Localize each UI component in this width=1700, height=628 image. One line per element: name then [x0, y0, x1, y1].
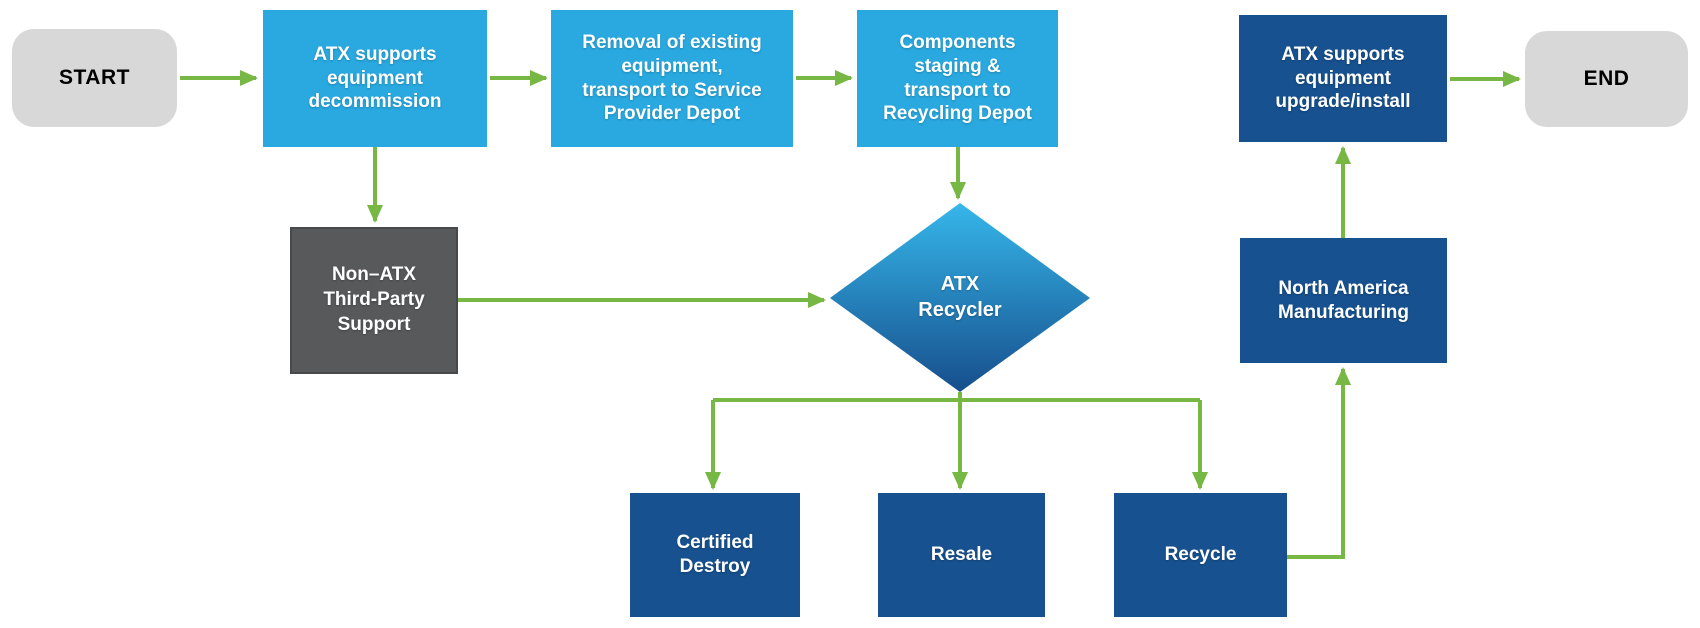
third-party-support-node: Non–ATX Third-Party Support: [290, 227, 458, 374]
recycler-decision-diamond: [830, 203, 1090, 392]
recycler-decision-label: ATX Recycler: [918, 273, 1002, 321]
decommission-node: ATX supports equipment decommission: [263, 10, 487, 147]
removal-transport-node: Removal of existing equipment, transport…: [551, 10, 793, 147]
recycle-node: Recycle: [1114, 493, 1287, 617]
certified-destroy-node: Certified Destroy: [630, 493, 800, 617]
components-staging-node: Components staging & transport to Recycl…: [857, 10, 1058, 147]
start-node: START: [12, 29, 177, 127]
end-node: END: [1525, 31, 1688, 127]
resale-node: Resale: [878, 493, 1045, 617]
north-america-manufacturing-node: North America Manufacturing: [1240, 238, 1447, 363]
upgrade-install-node: ATX supports equipment upgrade/install: [1239, 15, 1447, 142]
connector-recycle-to-manufacturing: [1287, 367, 1351, 559]
